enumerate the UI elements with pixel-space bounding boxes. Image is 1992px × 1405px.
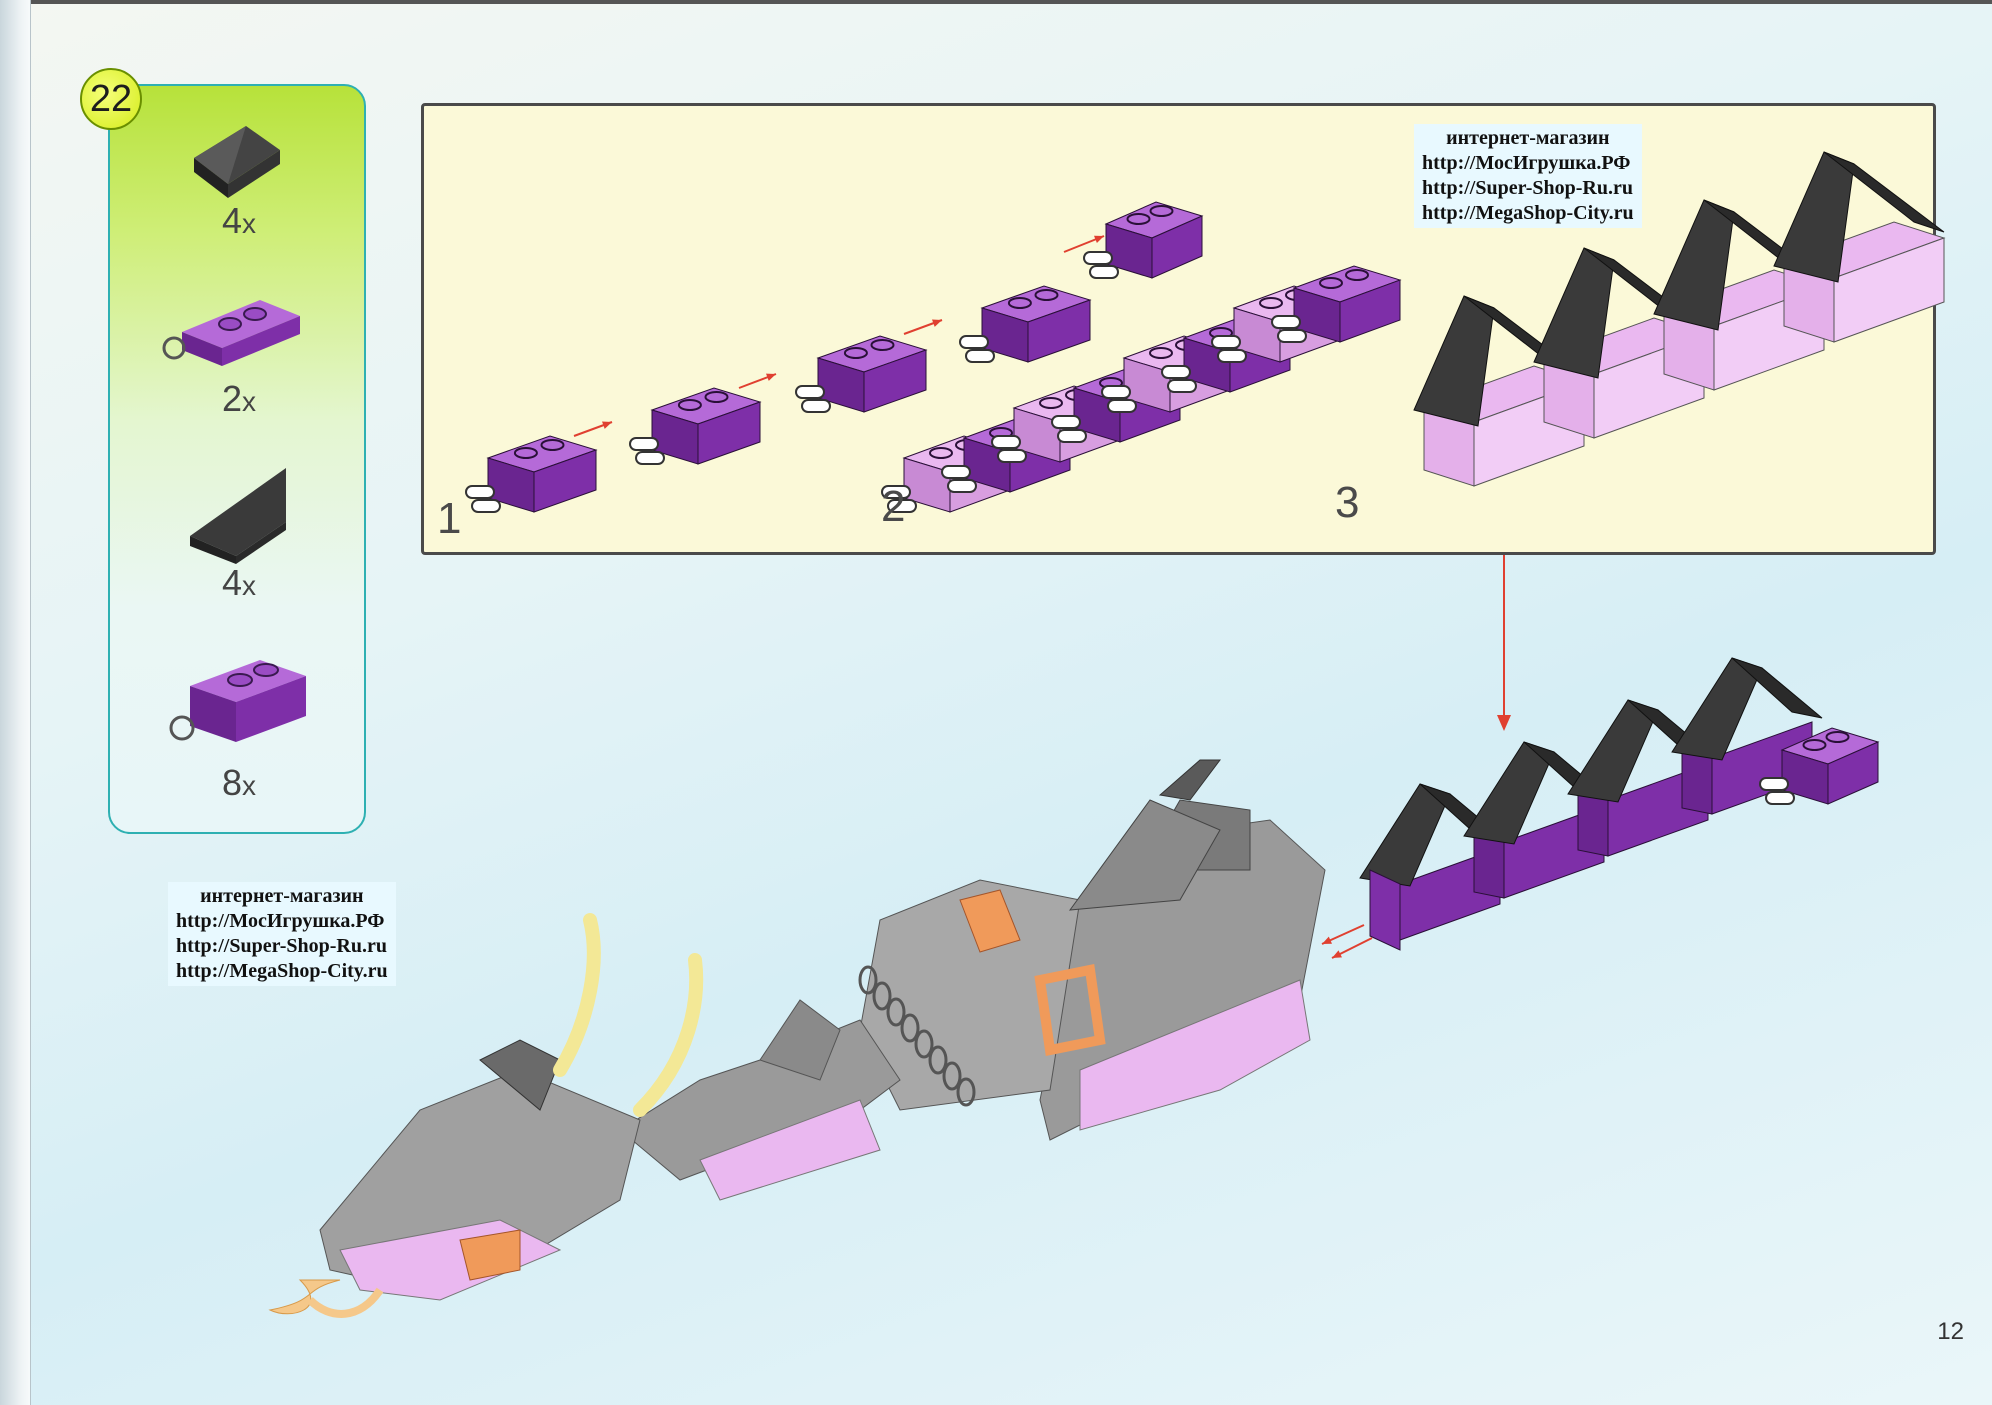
- part-3-qty: 4x: [221, 562, 257, 603]
- shop-ad-bottom: интернет-магазин http://МосИгрушка.РФ ht…: [168, 882, 396, 986]
- sub-step-2-label: 2: [881, 482, 906, 531]
- black-slope-brick-icon: [194, 126, 280, 198]
- part-2-qty: 2x: [221, 378, 257, 419]
- down-arrow-icon: [1497, 555, 1511, 731]
- parts-list-panel: 4x 2x 4x 8x: [108, 84, 366, 834]
- shop-ad-title: интернет-магазин: [200, 885, 364, 907]
- purple-hinge-brick-icon: [169, 660, 306, 742]
- shop-ad-link[interactable]: http://MegaShop-City.ru: [1422, 202, 1634, 224]
- sub-assembly-illustration: [465, 151, 1946, 513]
- shop-ad-link[interactable]: http://Super-Shop-Ru.ru: [1422, 177, 1633, 199]
- shop-ad-link[interactable]: http://МосИгрушка.РФ: [1422, 152, 1631, 174]
- shop-ad-title: интернет-магазин: [1446, 127, 1610, 149]
- sub-step-1-label: 1: [437, 494, 462, 543]
- book-binding: [0, 0, 31, 1405]
- page-number: 12: [1937, 1318, 1964, 1345]
- sub-step-3-label: 3: [1335, 478, 1360, 527]
- shop-ad-link[interactable]: http://Super-Shop-Ru.ru: [176, 935, 387, 957]
- part-1-qty: 4x: [221, 200, 257, 241]
- part-4-qty: 8x: [221, 762, 257, 803]
- black-wedge-slope-icon: [190, 468, 286, 564]
- shop-ad-link[interactable]: http://МосИгрушка.РФ: [176, 910, 385, 932]
- top-edge: [0, 0, 1992, 4]
- shop-ad-top: интернет-магазин http://МосИгрушка.РФ ht…: [1414, 124, 1642, 228]
- step-number-badge: 22: [80, 68, 142, 130]
- sub-assembly-panel: 1 2 3 интернет-магазин http://МосИгрушка…: [421, 103, 1946, 555]
- purple-hinge-plate-icon: [162, 300, 300, 366]
- shop-ad-link[interactable]: http://MegaShop-City.ru: [176, 960, 388, 982]
